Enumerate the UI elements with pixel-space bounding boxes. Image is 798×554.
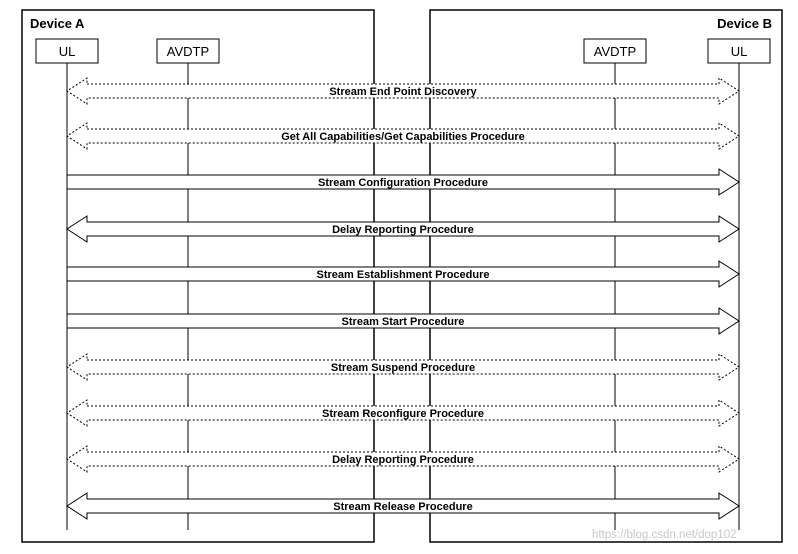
procedure-arrow — [66, 399, 740, 427]
entity-ul-b-label: UL — [731, 44, 748, 59]
device-a-title: Device A — [30, 16, 85, 31]
procedure-label: Stream Suspend Procedure — [331, 362, 475, 374]
entity-ul-b: UL — [707, 38, 771, 64]
procedure-label: Stream Reconfigure Procedure — [322, 408, 484, 420]
procedure-label: Delay Reporting Procedure — [332, 224, 474, 236]
procedure-label: Stream Release Procedure — [333, 501, 472, 513]
procedure-label: Stream Start Procedure — [342, 316, 465, 328]
procedure-arrow — [66, 492, 740, 520]
procedure-arrow — [66, 215, 740, 243]
procedure-arrow — [66, 445, 740, 473]
procedure-arrow — [66, 307, 740, 335]
procedure-arrow — [66, 260, 740, 288]
procedure-arrow — [66, 168, 740, 196]
entity-avdtp-b-label: AVDTP — [594, 44, 636, 59]
watermark: https://blog.csdn.net/dop102 — [592, 529, 737, 541]
procedure-arrow — [66, 353, 740, 381]
entity-ul-a-label: UL — [59, 44, 76, 59]
procedure-label: Stream Configuration Procedure — [318, 177, 488, 189]
procedure-label: Get All Capabilities/Get Capabilities Pr… — [281, 131, 525, 143]
device-b-title: Device B — [717, 16, 772, 31]
procedure-label: Stream End Point Discovery — [329, 86, 477, 98]
entity-avdtp-a-label: AVDTP — [167, 44, 209, 59]
procedure-label: Stream Establishment Procedure — [316, 269, 489, 281]
entity-ul-a: UL — [35, 38, 99, 64]
entity-avdtp-a: AVDTP — [156, 38, 220, 64]
procedure-label: Delay Reporting Procedure — [332, 454, 474, 466]
entity-avdtp-b: AVDTP — [583, 38, 647, 64]
procedure-arrow — [66, 77, 740, 105]
procedure-arrow — [66, 122, 740, 150]
